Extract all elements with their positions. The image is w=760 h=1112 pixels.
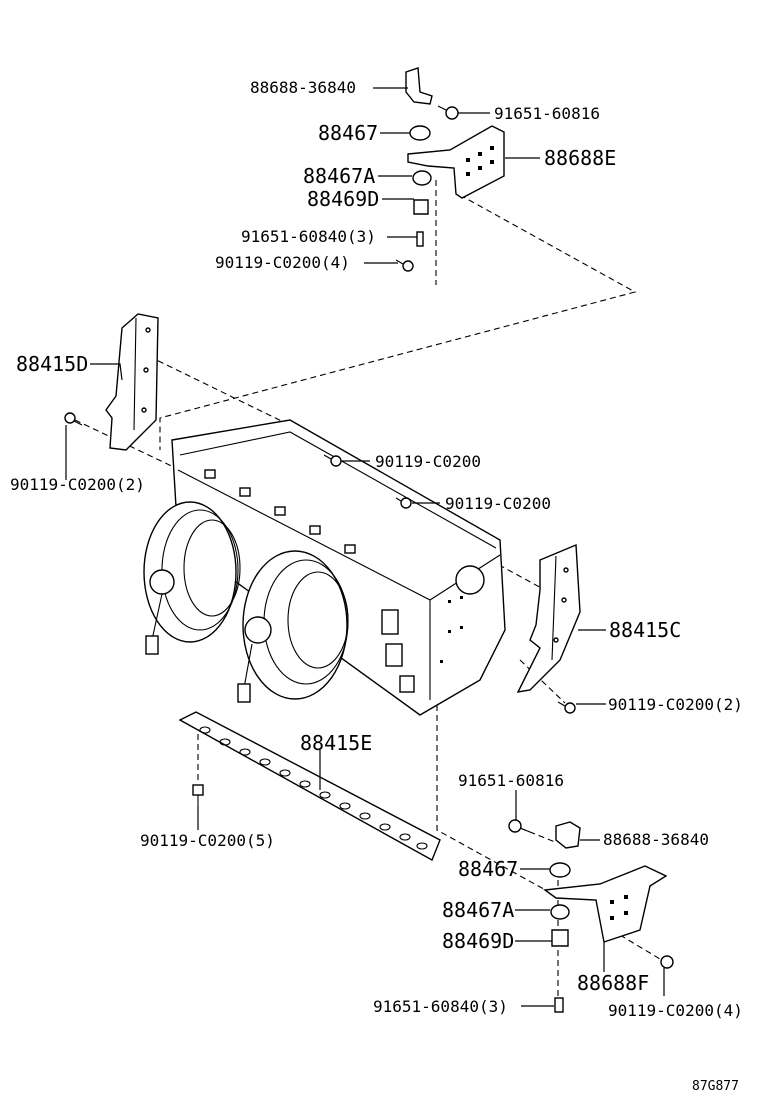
top-cushion-a — [412, 170, 432, 186]
bottom-bracket-pin — [555, 821, 581, 849]
label-bot-bracket-pin: 88688-36840 — [603, 830, 709, 849]
label-bot-bolt-3: 91651-60840(3) — [373, 997, 508, 1016]
label-top-bolt-4: 90119-C0200(4) — [215, 253, 350, 272]
fan-shroud-assembly — [143, 419, 506, 716]
top-bolt-4-icon — [395, 259, 414, 272]
leader-lines — [65, 87, 665, 1007]
shroud-bolt-top-icon — [323, 454, 342, 467]
label-top-cushion: 88467 — [318, 121, 378, 145]
bot-cushion — [549, 862, 571, 878]
callout-labels: 88688-36840 91651-60816 88467 88688E 884… — [10, 78, 743, 1094]
label-seal-bolt: 90119-C0200(5) — [140, 831, 275, 850]
right-bolt-icon — [557, 701, 576, 714]
seal-slots — [199, 726, 428, 850]
shroud-holes — [440, 596, 463, 663]
label-bot-collar: 88469D — [442, 929, 514, 953]
bottom-bracket-assembly — [508, 819, 674, 1013]
top-bolt-icon — [437, 105, 459, 120]
bot-bracket-holes — [610, 895, 628, 920]
label-right-bolt: 90119-C0200(2) — [608, 695, 743, 714]
label-bot-cushion-a: 88467A — [442, 898, 514, 922]
shroud-bolt-mid-icon — [395, 497, 412, 509]
label-top-bolt-3: 91651-60840(3) — [241, 227, 376, 246]
top-collar — [413, 199, 429, 215]
label-bot-cushion: 88467 — [458, 857, 518, 881]
left-bolt-icon — [64, 412, 83, 426]
label-left-panel: 88415D — [16, 352, 88, 376]
bottom-bracket — [543, 865, 668, 943]
fan-2 — [237, 550, 349, 703]
label-shroud-bolt-top: 90119-C0200 — [375, 452, 481, 471]
bot-cushion-a — [550, 904, 570, 920]
figure-code: 87G877 — [692, 1079, 739, 1094]
label-top-bracket-pin: 88688-36840 — [250, 78, 356, 97]
top-bracket-holes — [466, 146, 494, 176]
bot-bolt-4-icon — [660, 955, 674, 969]
label-left-bolt: 90119-C0200(2) — [10, 475, 145, 494]
label-bot-bolt-4: 90119-C0200(4) — [608, 1001, 743, 1020]
bottom-seal — [178, 711, 441, 861]
bot-bolt-3-icon — [554, 997, 564, 1013]
top-bracket-assembly — [395, 67, 505, 272]
label-bot-bracket: 88688F — [577, 971, 649, 995]
label-bottom-seal: 88415E — [300, 731, 372, 755]
top-bracket — [407, 125, 505, 199]
bot-bolt-icon — [508, 819, 531, 833]
top-bolt-3-icon — [416, 231, 424, 247]
label-right-panel: 88415C — [609, 618, 681, 642]
shroud-windows — [204, 469, 356, 554]
label-top-cushion-a: 88467A — [303, 164, 375, 188]
seal-bolt-icon — [192, 784, 204, 806]
label-top-bolt-1: 91651-60816 — [494, 104, 600, 123]
top-bracket-pin — [405, 67, 433, 105]
label-top-bracket: 88688E — [544, 146, 616, 170]
label-bot-bolt-1: 91651-60816 — [458, 771, 564, 790]
left-panel — [64, 313, 159, 451]
label-shroud-bolt-mid: 90119-C0200 — [445, 494, 551, 513]
top-cushion — [409, 125, 431, 141]
fan-1 — [143, 501, 241, 655]
label-top-collar: 88469D — [307, 187, 379, 211]
bot-collar — [551, 929, 569, 947]
right-panel — [516, 543, 581, 714]
